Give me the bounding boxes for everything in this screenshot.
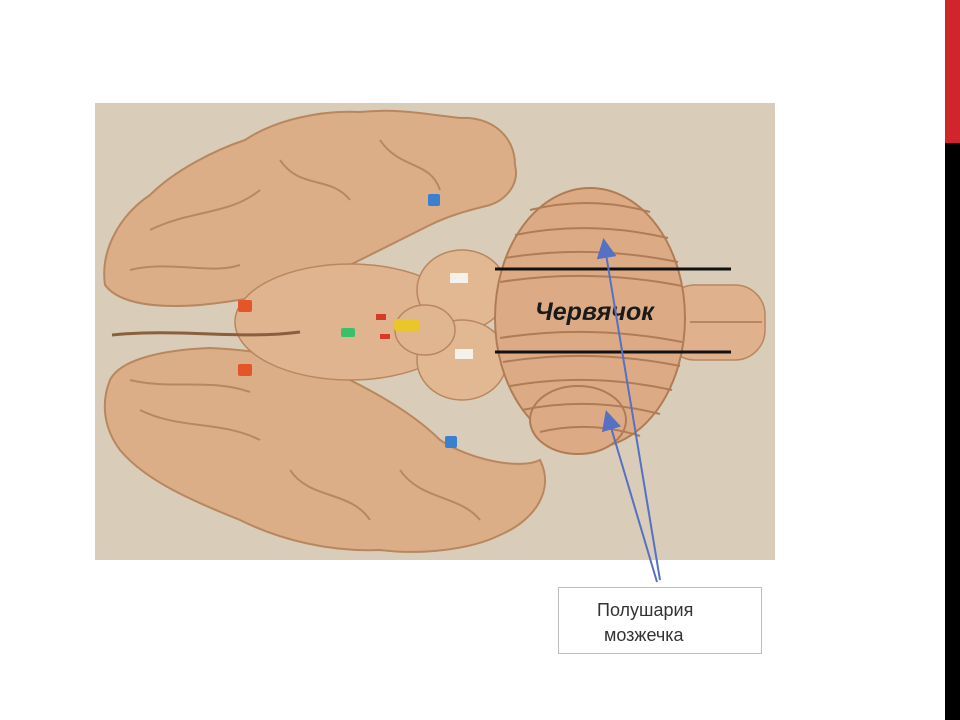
marker-red <box>380 334 390 339</box>
gyrus-line <box>149 189 261 231</box>
vermis-label: Червячок <box>535 298 655 326</box>
arrow-to-lower-hemisphere <box>601 410 658 583</box>
gyrus-line <box>399 469 481 521</box>
interhemispheric-fissure <box>111 330 301 337</box>
accent-bar-red <box>945 0 960 143</box>
cerebellum-folium <box>502 354 681 367</box>
cerebellum-folium <box>509 378 673 391</box>
cerebellum-folium <box>499 274 683 287</box>
cerebellum-folium <box>539 425 641 437</box>
marker-green <box>341 328 355 337</box>
cerebellum-lower-lobe <box>529 385 627 455</box>
accent-bar-black <box>945 143 960 720</box>
gyrus-line <box>129 379 251 393</box>
marker-white <box>450 273 468 283</box>
marker-blue <box>428 194 440 206</box>
cerebellum-folium <box>521 402 661 415</box>
gyrus-line <box>379 139 441 191</box>
gyrus-line <box>129 264 241 271</box>
cerebellum-folium <box>529 202 651 213</box>
cerebellum-folium <box>514 227 669 239</box>
marker-orange <box>238 364 252 376</box>
cerebellum-folium <box>499 330 683 343</box>
arrow-to-upper-hemisphere <box>596 238 661 581</box>
marker-red <box>376 314 386 320</box>
gyrus-line <box>139 409 261 441</box>
gyrus-line <box>289 469 371 521</box>
marker-white <box>455 349 473 359</box>
marker-yellow <box>394 319 420 331</box>
marker-blue <box>445 436 457 448</box>
hemispheres-label-box: Полушария мозжечка <box>558 587 762 654</box>
hemispheres-label-line1: Полушария <box>597 600 694 620</box>
marker-orange <box>238 300 252 312</box>
gyrus-line <box>279 159 351 201</box>
cerebellum-folium <box>504 250 679 263</box>
hemispheres-label-line2: мозжечка <box>604 625 684 645</box>
